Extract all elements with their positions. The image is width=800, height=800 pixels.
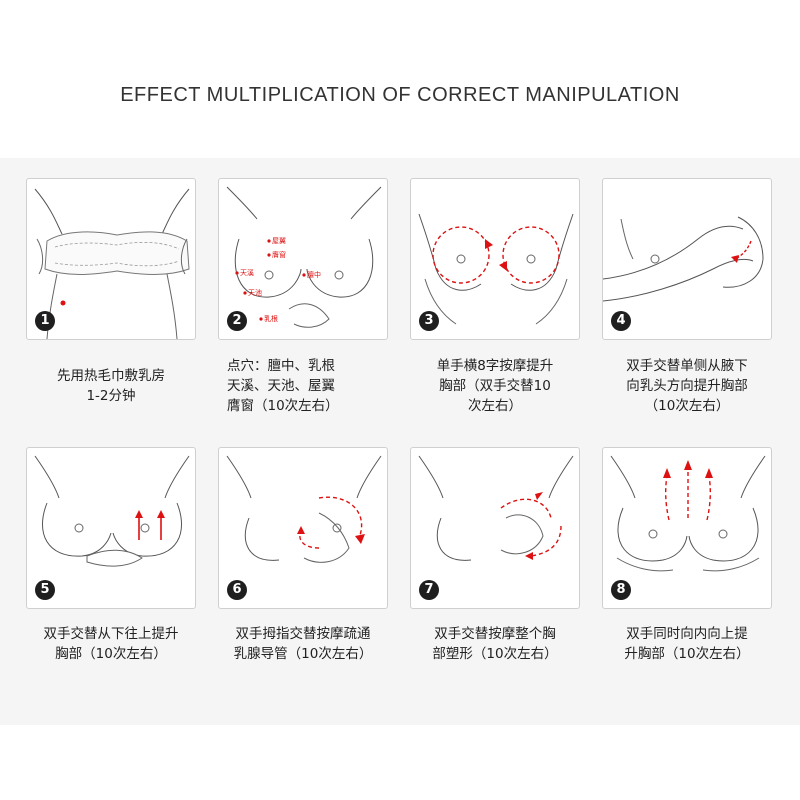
step-number-badge: 7: [419, 580, 439, 600]
header: EFFECT MULTIPLICATION OF CORRECT MANIPUL…: [0, 0, 800, 158]
step-7-caption: 双手交替按摩整个胸 部塑形（10次左右）: [432, 626, 558, 662]
step-number-badge: 1: [35, 311, 55, 331]
step-4-caption: 双手交替单侧从腋下 向乳头方向提升胸部 （10次左右）: [626, 358, 748, 414]
inward-upward-lift-illustration: [610, 455, 766, 572]
step-number-badge: 8: [611, 580, 631, 600]
step-7-illustration: 7: [410, 447, 580, 609]
step-number-badge: 2: [227, 311, 247, 331]
step-number-badge: 4: [611, 311, 631, 331]
step-5-illustration: 5: [26, 447, 196, 609]
step-1-caption: 先用热毛巾敷乳房 1-2分钟: [57, 368, 165, 404]
step-6-illustration: 6: [218, 447, 388, 609]
footer: [0, 725, 800, 800]
acupoint-label: 膻中: [307, 270, 321, 279]
step-number-badge: 6: [227, 580, 247, 600]
step-1-illustration: 1: [26, 178, 196, 340]
acupoints-illustration: 屋翼 膺窗 天溪 膻中 天池 乳根: [226, 186, 382, 328]
step-3-illustration: 3: [410, 178, 580, 340]
step-3-caption: 单手横8字按摩提升 胸部（双手交替10 次左右）: [436, 358, 554, 414]
acupoint-label: 天溪: [240, 268, 254, 277]
thumb-massage-illustration: [226, 455, 382, 563]
underarm-lift-illustration: [603, 216, 764, 302]
page-title: EFFECT MULTIPLICATION OF CORRECT MANIPUL…: [120, 84, 680, 106]
bottom-up-lift-illustration: [34, 455, 190, 567]
shaping-massage-illustration: [418, 455, 574, 561]
acupoint-label: 膺窗: [272, 250, 286, 259]
step-4-illustration: 4: [602, 178, 772, 340]
acupoint-label: 天池: [248, 288, 262, 297]
warm-towel-illustration: [34, 188, 190, 339]
step-2-illustration: 屋翼 膺窗 天溪 膻中 天池 乳根 2: [218, 178, 388, 340]
step-6-caption: 双手拇指交替按摩疏通 乳腺导管（10次左右）: [233, 626, 373, 662]
figure-eight-massage-illustration: [418, 213, 574, 325]
step-8-illustration: 8: [602, 447, 772, 609]
step-number-badge: 5: [35, 580, 55, 600]
acupoint-label: 屋翼: [272, 237, 286, 245]
acupoint-label: 乳根: [264, 314, 278, 323]
step-number-badge: 3: [419, 311, 439, 331]
step-8-caption: 双手同时向内向上提 升胸部（10次左右）: [624, 626, 750, 662]
step-2-caption: 点穴：膻中、乳根 天溪、天池、屋翼 膺窗（10次左右）: [227, 358, 339, 414]
step-5-caption: 双手交替从下往上提升 胸部（10次左右）: [43, 626, 179, 662]
